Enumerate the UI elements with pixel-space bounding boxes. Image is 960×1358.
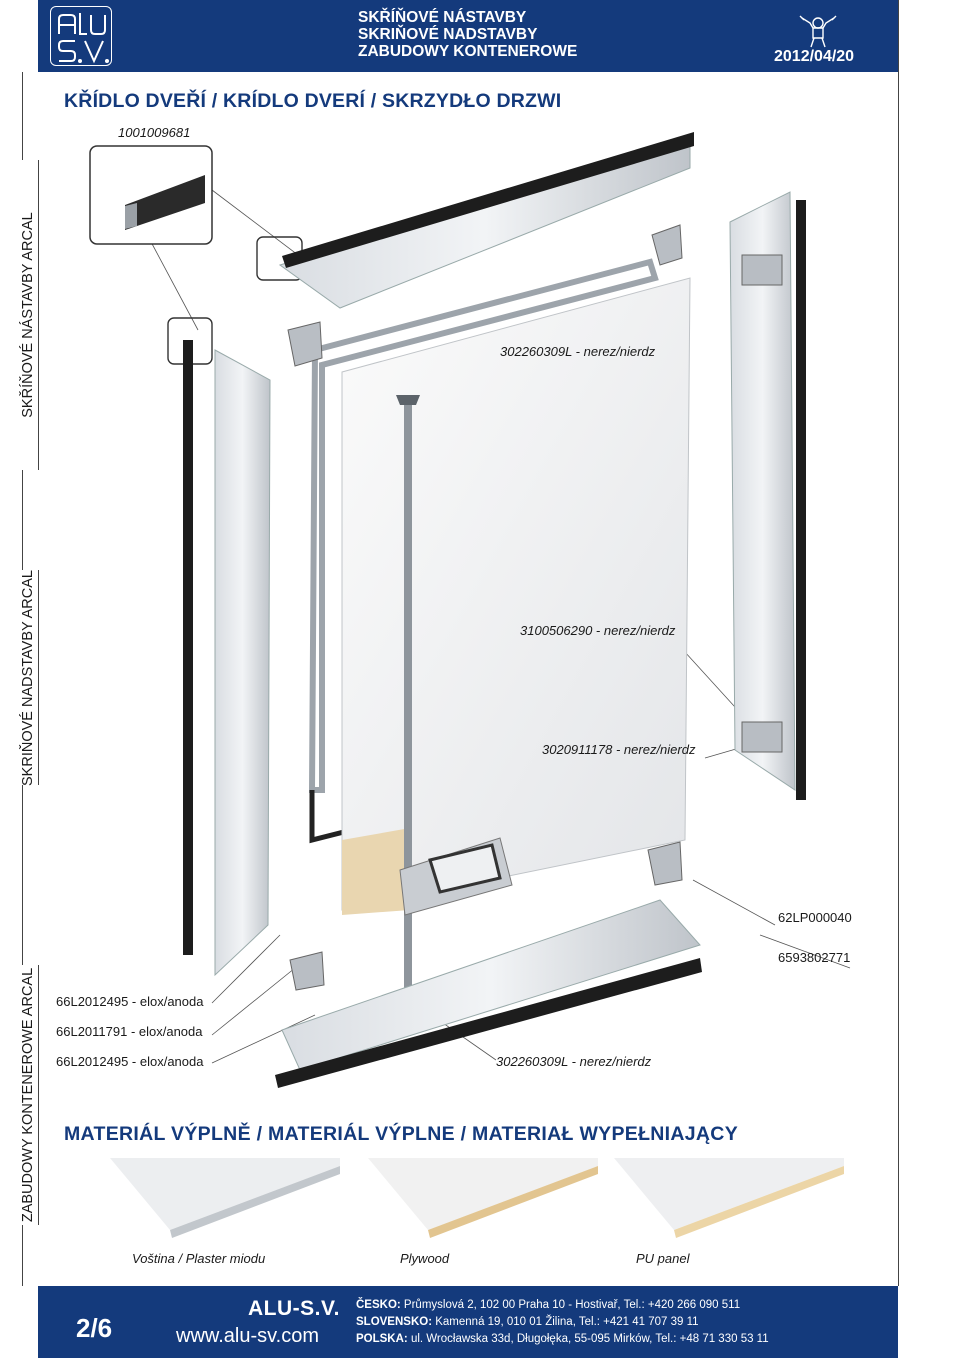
material-caption-honeycomb: Voština / Plaster miodu [132,1251,266,1266]
footer-bar [38,1286,898,1358]
part-label-profile-2: 66L2011791 - elox/anoda [56,1024,203,1039]
material-honeycomb-sample [110,1158,340,1238]
side-tab-cz[interactable]: SKŘÍŇOVÉ NÁSTAVBY ARCAL [16,160,40,470]
contact-cz: ČESKO: Průmyslová 2, 102 00 Praha 10 - H… [356,1299,740,1311]
header-bar [38,0,898,72]
frame-right-line [898,0,899,1286]
footer-website-link[interactable]: www.alu-sv.com [176,1325,319,1347]
contact-sk-country: SLOVENSKO: [356,1316,433,1328]
side-tab-pl[interactable]: ZABUDOWY KONTENEROWE ARCAL [16,965,40,1225]
document-date: 2012/04/20 [774,48,855,65]
contact-pl-country: POLSKA: [356,1333,408,1345]
header-title-sk: SKRIŇOVÉ NADSTAVBY [358,26,538,43]
material-caption-plywood: Plywood [400,1251,450,1266]
footer-brand: ALU-S.V. [248,1297,340,1320]
tab-divider [22,785,23,965]
contact-pl: POLSKA: ul. Wrocławska 33d, Długołęka, 5… [356,1333,769,1345]
material-plywood-sample [368,1158,598,1238]
company-logo [50,6,112,66]
tab-divider [22,72,23,160]
part-label-profile-1: 66L2012495 - elox/anoda [56,994,204,1009]
side-tab-sk[interactable]: SKRIŇOVÉ NADSTAVBY ARCAL [16,570,40,785]
contact-pl-text: ul. Wrocławska 33d, Długołęka, 55-095 Mi… [407,1333,769,1345]
contact-cz-country: ČESKO: [356,1299,401,1311]
tab-divider [22,470,23,570]
header-title-pl: ZABUDOWY KONTENEROWE [358,43,578,60]
part-label-right-1: 62LP000040 [778,910,852,925]
contact-cz-text: Průmyslová 2, 102 00 Praha 10 - Hostivař… [400,1299,741,1311]
material-caption-pu: PU panel [636,1251,690,1266]
header-titles: SKŘÍŇOVÉ NÁSTAVBY SKRIŇOVÉ NADSTAVBY ZAB… [358,9,598,60]
tab-divider [22,1225,23,1286]
page-number: 2/6 [76,1313,113,1343]
header-title-cz: SKŘÍŇOVÉ NÁSTAVBY [358,9,527,26]
part-label-lock-rod: 3100506290 - nerez/nierdz [520,623,676,638]
contact-sk: SLOVENSKO: Kamenná 19, 010 01 Žilina, Te… [356,1316,699,1328]
part-label-top-hinge: 302260309L - nerez/nierdz [500,344,656,359]
mascot-icon [799,15,837,48]
part-label-bottom-hinge: 302260309L - nerez/nierdz [496,1054,652,1069]
part-label-right-2: 6593802771 [778,950,851,965]
part-label-detail: 1001009681 [118,125,191,140]
part-label-profile-3: 66L2012495 - elox/anoda [56,1054,204,1069]
door-exploded-diagram [89,132,851,1088]
part-label-hinge-right: 3020911178 - nerez/nierdz [542,742,696,757]
material-pu-panel-sample [614,1158,844,1238]
page-title: KŘÍDLO DVEŘÍ / KRÍDLO DVERÍ / SKRZYDŁO D… [64,90,562,112]
materials-title: MATERIÁL VÝPLNĚ / MATERIÁL VÝPLNE / MATE… [64,1123,738,1145]
contact-sk-text: Kamenná 19, 010 01 Žilina, Tel.: +421 41… [432,1316,699,1328]
